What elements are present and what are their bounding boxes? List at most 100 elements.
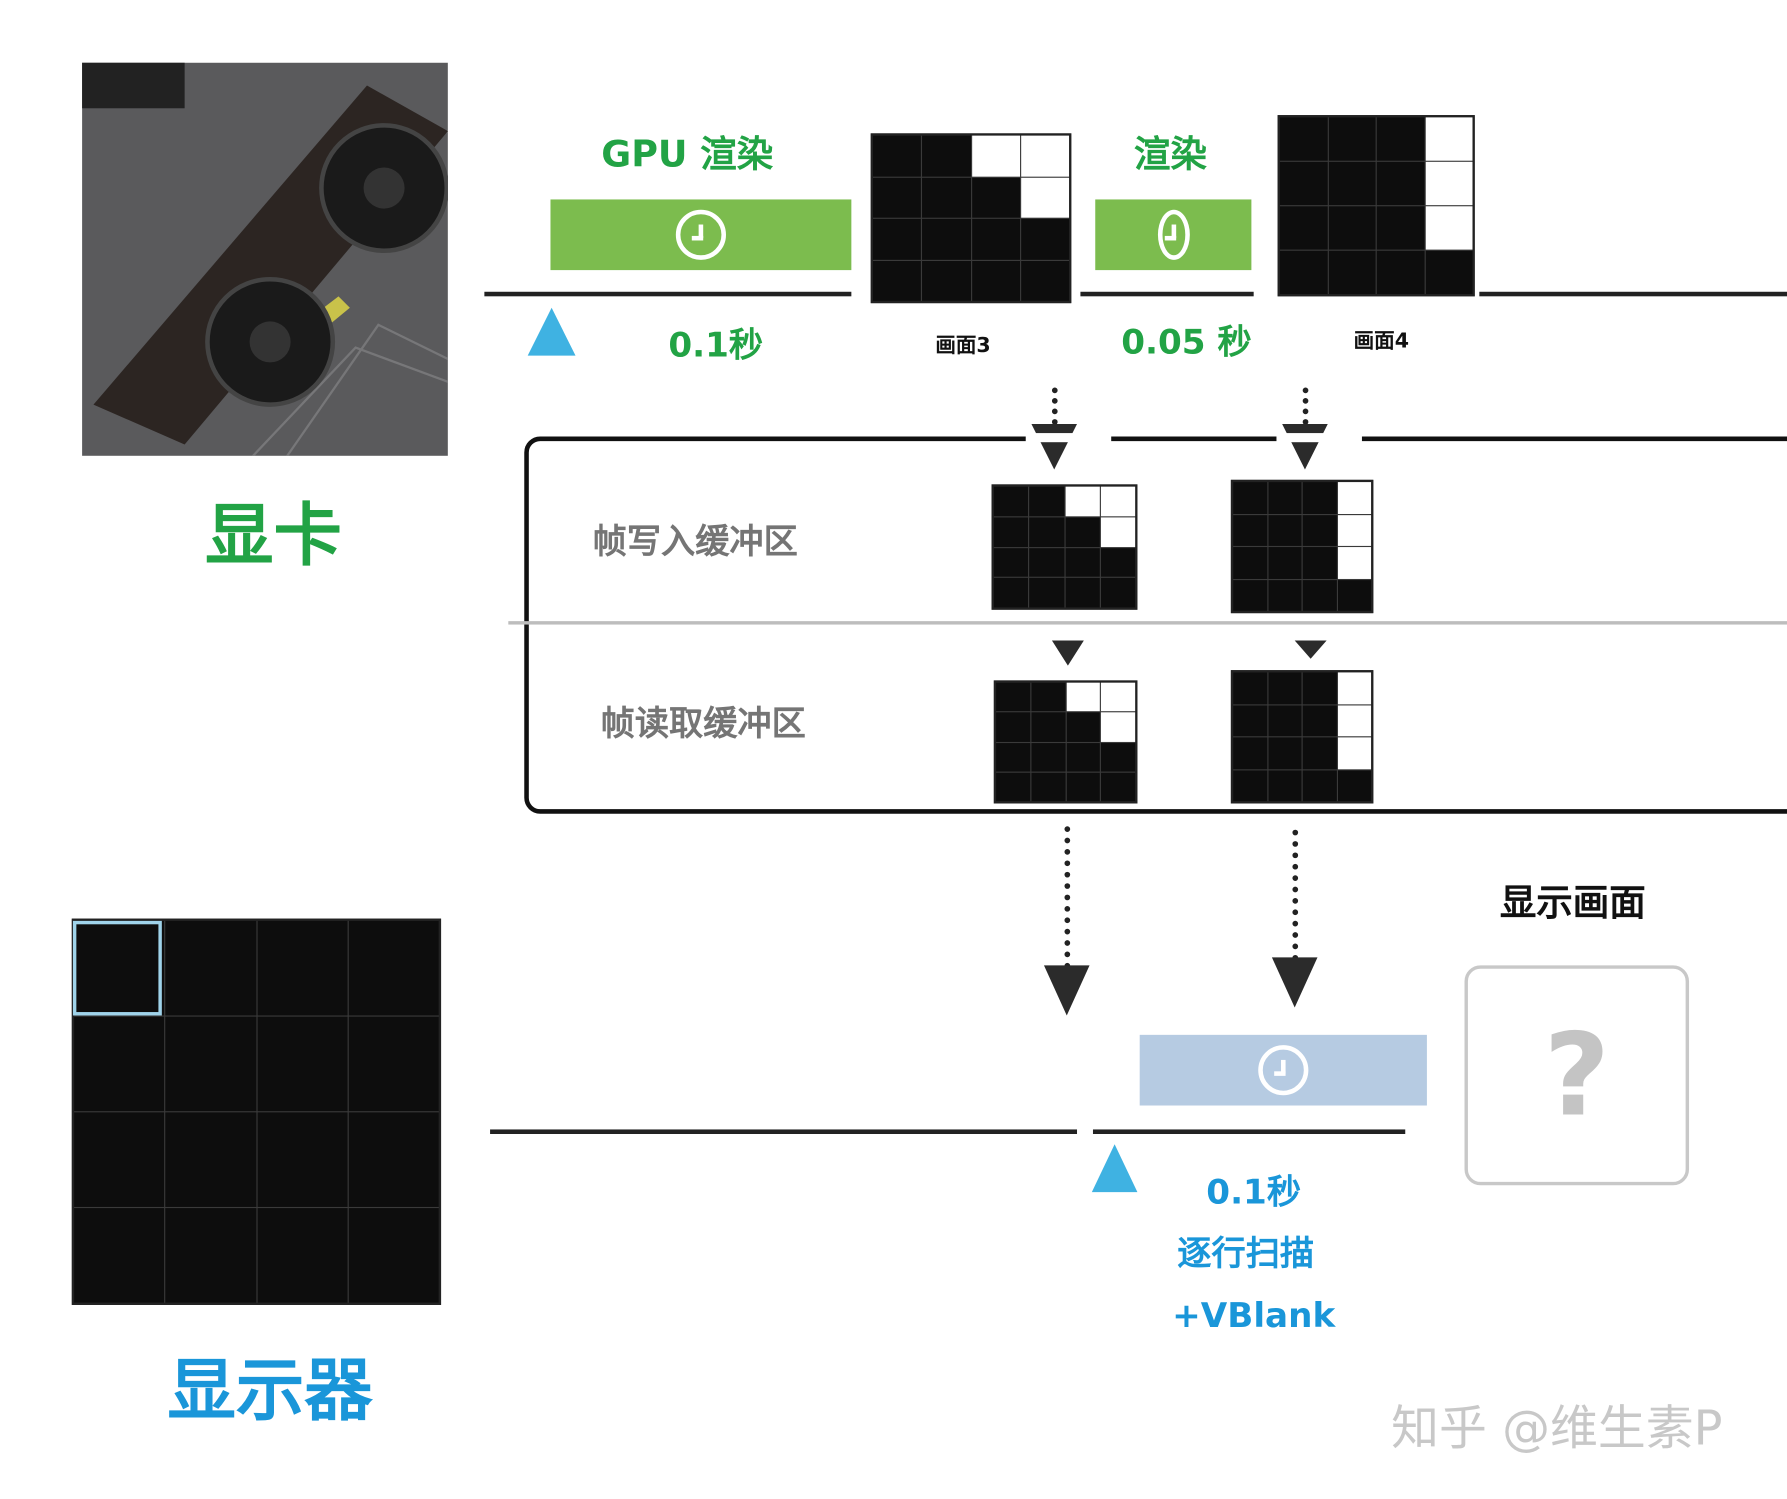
pixel-cell [1031, 682, 1066, 712]
pixel-cell [1337, 547, 1372, 579]
clock-icon [1258, 1045, 1309, 1096]
pixel-cell [1425, 117, 1473, 161]
pixel-cell [1267, 482, 1302, 514]
pixel-cell [873, 177, 922, 218]
pixel-cell [1302, 482, 1337, 514]
pixel-cell [971, 135, 1020, 177]
pixel-cell [1020, 135, 1070, 177]
pixel-cell [1101, 682, 1136, 712]
pixel-cell [996, 682, 1031, 712]
timeline [490, 1129, 1078, 1135]
pixel-cell [1065, 486, 1100, 516]
pixel-cell [1302, 514, 1337, 546]
pixel-cell [1376, 161, 1425, 206]
pixel-cell [1267, 579, 1302, 611]
pixel-cell [1337, 737, 1372, 769]
pixel-cell [348, 1208, 439, 1303]
pixel-cell [1029, 486, 1064, 516]
arrow-down-icon [1031, 423, 1078, 470]
timeline [1479, 291, 1787, 297]
pixel-cell [1233, 482, 1267, 514]
pixel-cell [996, 772, 1031, 802]
pixel-cell [1020, 218, 1070, 260]
pixel-cell [1267, 737, 1302, 769]
read-buffer-frame3 [993, 680, 1138, 804]
timeline [1092, 1129, 1406, 1135]
pixel-cell [1267, 704, 1302, 737]
box-gap [1025, 433, 1112, 443]
pixel-cell [1425, 206, 1473, 250]
pixel-cell [873, 218, 922, 260]
pixel-cell [873, 260, 922, 301]
pixel-cell [257, 920, 348, 1016]
pixel-cell [1376, 250, 1425, 295]
pixel-cell [1029, 578, 1064, 608]
pixel-cell [74, 920, 165, 1016]
pixel-cell [922, 177, 971, 218]
pixel-cell [257, 1016, 348, 1112]
gpu-label: 显卡 [205, 496, 342, 577]
pixel-cell [1233, 769, 1267, 802]
arrow-down-icon [1271, 957, 1318, 1008]
pixel-cell [993, 517, 1029, 547]
pixel-cell [971, 260, 1020, 301]
timeline [484, 291, 852, 297]
timeline [1080, 291, 1254, 297]
pixel-cell [1066, 682, 1101, 712]
pixel-cell [1100, 517, 1136, 547]
arrow-down-icon [1294, 640, 1327, 659]
pixel-cell [1279, 161, 1328, 206]
pixel-cell [74, 1016, 165, 1112]
pixel-cell [1066, 772, 1101, 802]
pixel-cell [993, 578, 1029, 608]
pixel-cell [1376, 117, 1425, 161]
pixel-cell [1337, 579, 1372, 611]
pixel-cell [873, 135, 922, 177]
render-time-1: 0.1秒 [668, 325, 764, 366]
pixel-cell [1302, 737, 1337, 769]
pixel-cell [996, 712, 1031, 742]
write-buffer-label: 帧写入缓冲区 [592, 521, 798, 562]
pixel-cell [1302, 769, 1337, 802]
frame4-grid [1277, 115, 1475, 297]
clock-icon [675, 209, 726, 260]
pixel-cell [1302, 672, 1337, 704]
graphics-card-image [82, 62, 448, 456]
pixel-cell [1101, 712, 1136, 742]
pixel-cell [1065, 547, 1100, 577]
display-unknown-box: ? [1464, 965, 1690, 1186]
pixel-cell [257, 1208, 348, 1303]
arrow-down-icon [1282, 423, 1328, 470]
scan-bar [1139, 1034, 1427, 1106]
pixel-cell [1066, 712, 1101, 742]
pixel-cell [1065, 578, 1100, 608]
pixel-cell [1337, 672, 1372, 704]
pixel-cell [1065, 517, 1100, 547]
scan-time: 0.1秒 [1206, 1172, 1302, 1213]
pixel-cell [1031, 742, 1066, 772]
pixel-cell [1031, 712, 1066, 742]
read-buffer-frame4 [1230, 670, 1374, 804]
render-label-2: 渲染 [1133, 132, 1207, 176]
pixel-cell [1031, 772, 1066, 802]
pixel-cell [1066, 742, 1101, 772]
arrow-down-icon [1051, 640, 1084, 666]
pixel-cell [1233, 704, 1267, 737]
pixel-cell [1029, 547, 1064, 577]
pixel-cell [996, 742, 1031, 772]
monitor-label: 显示器 [167, 1351, 373, 1431]
pixel-cell [1279, 250, 1328, 295]
pixel-cell [74, 1112, 165, 1207]
pixel-cell [1020, 177, 1070, 218]
pixel-cell [993, 486, 1029, 516]
read-buffer-label: 帧读取缓冲区 [600, 704, 806, 745]
monitor-grid [71, 918, 442, 1305]
pixel-cell [1267, 547, 1302, 579]
pixel-cell [1328, 206, 1376, 250]
render-time-2: 0.05 秒 [1121, 322, 1252, 363]
write-buffer-frame4 [1230, 479, 1374, 614]
clock-icon [1157, 209, 1190, 260]
vblank-label: +VBlank [1172, 1296, 1336, 1337]
pixel-cell [1328, 161, 1376, 206]
dotted-arrow-line [1292, 829, 1299, 961]
